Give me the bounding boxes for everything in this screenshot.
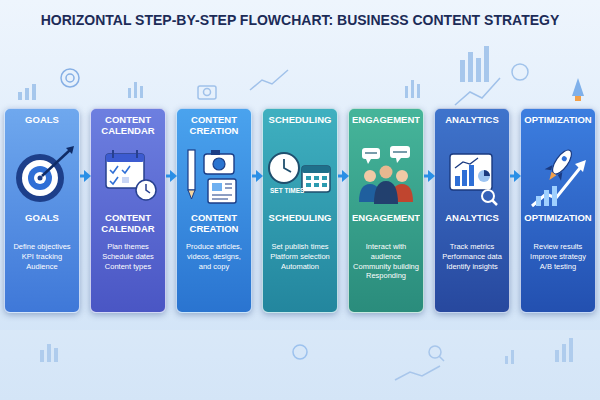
step-heading: ENGAGEMENT [352,115,420,141]
step-description: Review results Improve strategy A/B test… [524,242,592,271]
step-heading: CONTENT CREATION [180,115,248,141]
step-description: Plan themes Schedule dates Content types [94,242,162,271]
arrow-shaft [252,175,258,178]
icon-area [180,141,248,213]
step-title: OPTIMIZATION [524,213,592,239]
arrow-shaft [510,175,516,178]
step-panel: CONTENT CREATION CONTENT CREATION Produce … [176,108,252,313]
arrow-shaft [166,175,172,178]
icon-label: SET TIMES [270,187,304,194]
step-panel: GOALS GOALS Define objectives KPI tracking… [4,108,80,313]
step-heading: GOALS [8,115,76,141]
icon-area [266,141,334,213]
arrow-shaft [80,175,86,178]
step-description: Produce articles, videos, designs, and c… [180,242,248,271]
step-title: CONTENT CREATION [180,213,248,239]
arrow-shaft [338,175,344,178]
icon-area [8,141,76,213]
step-heading: CONTENT CALENDAR [94,115,162,141]
step-panel: CONTENT CALENDAR CONTENT CALENDAR Plan the… [90,108,166,313]
step-panel: OPTIMIZATION OPTIMIZATION Review results I… [520,108,596,313]
step-description: Interact with audience Community buildin… [352,242,420,281]
step-heading: OPTIMIZATION [524,115,592,141]
step-panel: ENGAGEMENT ENGAGEMENT Interact with audien… [348,108,424,313]
diagram-title: HORIZONTAL STEP-BY-STEP FLOWCHART: BUSIN… [4,12,596,28]
step-title: ANALYTICS [438,213,506,239]
step-panel: ANALYTICS ANALYTICS Track metrics Performa… [434,108,510,313]
step-title: SCHEDULING [266,213,334,239]
step-description: Track metrics Performance data Identify … [438,242,506,271]
rocket-icon [572,78,584,101]
icon-area [524,141,592,213]
step-heading: ANALYTICS [438,115,506,141]
step-panel: SCHEDULING SCHEDULING Set publish times Pl… [262,108,338,313]
step-title: GOALS [8,213,76,239]
step-description: Set publish times Platform selection Aut… [266,242,334,271]
step-heading: SCHEDULING [266,115,334,141]
step-description: Define objectives KPI tracking Audience [8,242,76,271]
icon-area [94,141,162,213]
icon-area [352,141,420,213]
step-title: ENGAGEMENT [352,213,420,239]
arrow-shaft [424,175,430,178]
step-title: CONTENT CALENDAR [94,213,162,239]
icon-area [438,141,506,213]
